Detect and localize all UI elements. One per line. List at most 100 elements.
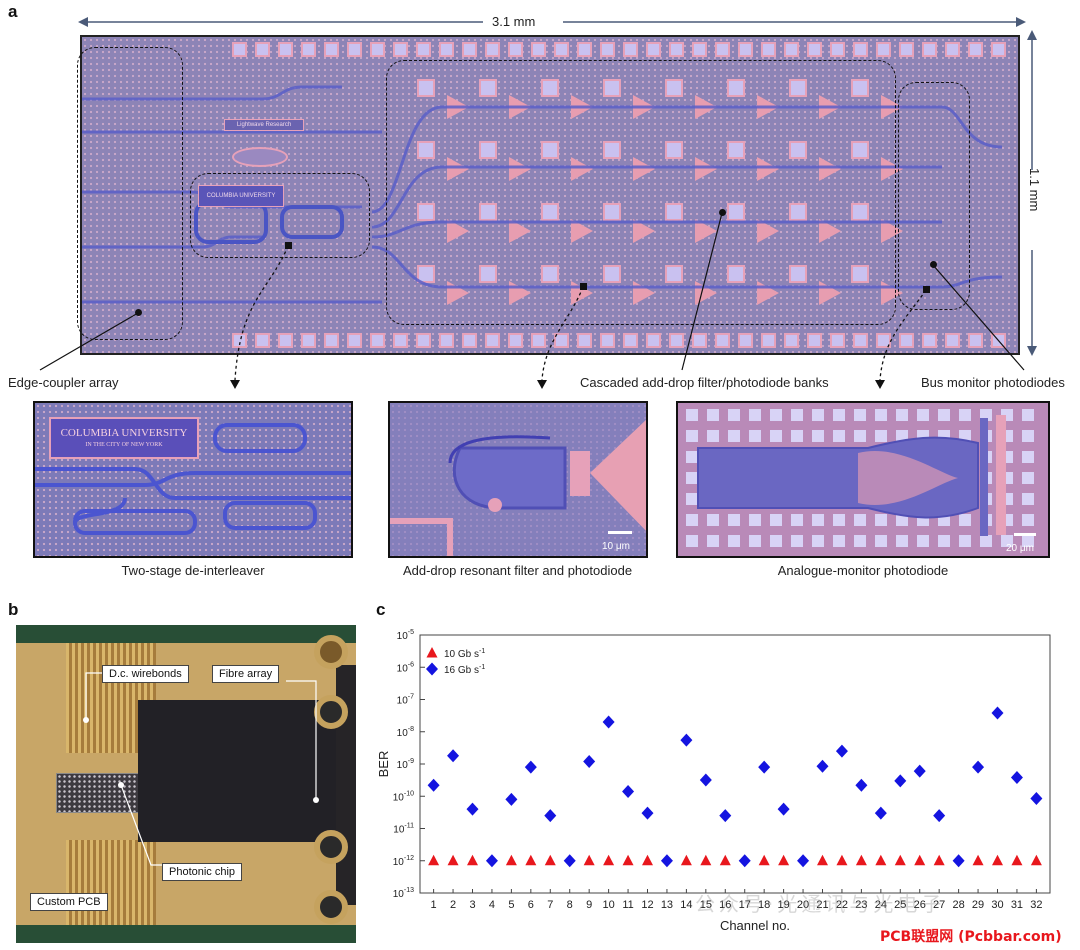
monitor-pad [938,409,950,421]
monitor-pad [770,514,782,526]
monitor-pad [812,535,824,547]
monitor-pad [833,430,845,442]
monitor-pad [959,409,971,421]
filter-photodiode-cell [417,265,435,283]
bond-pad [715,42,730,57]
monitor-pad [770,409,782,421]
triangle-point [972,854,984,866]
monitor-pad [1022,472,1034,484]
bond-pad [692,42,707,57]
x-tick-label: 4 [489,899,495,911]
x-tick-label: 5 [508,899,514,911]
bond-pad [945,333,960,348]
monitor-pad [833,535,845,547]
monitor-pad [980,535,992,547]
filter-photodiode-cell [417,79,435,97]
x-tick-label: 12 [641,899,653,911]
filter-photodiode-cell [789,265,807,283]
triangle-point [719,854,731,866]
mount-hole-4 [314,890,348,924]
monitor-pad [728,535,740,547]
bond-pad [761,333,776,348]
monitor-pad [728,430,740,442]
x-axis-label: Channel no. [720,918,790,933]
x-tick-label: 19 [777,899,789,911]
x-tick-label: 2 [450,899,456,911]
diamond-point [913,764,926,778]
bus-monitor-region [898,82,970,310]
bond-pad [646,42,661,57]
monitor-pad [1001,535,1013,547]
analogue-monitor-caption: Analogue-monitor photodiode [777,563,949,578]
triangle-point [933,854,945,866]
y-tick-label: 10-13 [393,887,414,900]
monitor-pad [686,430,698,442]
mount-hole-1 [314,635,348,669]
bond-pad [439,42,454,57]
x-tick-label: 7 [547,899,553,911]
bond-pad [784,333,799,348]
photodiode-contact [633,157,655,181]
watermark-wechat: 公众号·光通讯与光电子 [695,892,946,916]
monitor-pad [749,430,761,442]
y-tick-label: 10-12 [393,855,414,868]
monitor-pad [854,430,866,442]
bond-pad [600,333,615,348]
triangle-point [467,854,478,866]
width-label: 3.1 mm [492,14,536,29]
bond-pad [669,333,684,348]
x-tick-label: 14 [680,899,692,911]
photodiode-contact [881,219,903,243]
watermark-pcbbar: PCB联盟网 (Pcbbar.com) [880,929,1062,945]
triangle-point [778,854,790,866]
diamond-point [447,749,460,763]
photodiode-contact [571,157,593,181]
bond-pad [393,333,408,348]
photodiode-contact [695,219,717,243]
bond-pad [807,42,822,57]
x-tick-label: 29 [972,899,984,911]
photodiode-contact [881,157,903,181]
diamond-point [719,809,732,823]
monitor-pad [959,535,971,547]
diamond-point [641,806,654,820]
bond-pad [439,333,454,348]
monitor-pad [707,535,719,547]
filter-photodiode-cell [541,203,559,221]
deinterleaver-inset: COLUMBIA UNIVERSITY IN THE CITY OF NEW Y… [33,401,353,558]
bond-pad [324,333,339,348]
filter-photodiode-cell [727,79,745,97]
monitor-pad [749,409,761,421]
monitor-pad [791,535,803,547]
monitor-pad [707,514,719,526]
bond-pad [991,42,1006,57]
diamond-point [738,854,751,868]
x-tick-label: 1 [431,899,437,911]
bond-pad [807,333,822,348]
monitor-pad [749,514,761,526]
triangle-point [914,854,926,866]
x-tick-label: 10 [602,899,614,911]
monitor-pad [1022,430,1034,442]
bond-pad [577,333,592,348]
diamond-point [524,760,537,774]
monitor-pad [875,535,887,547]
bond-pad [830,333,845,348]
bond-pad [899,42,914,57]
monitor-pad [770,535,782,547]
bond-pad [830,42,845,57]
diamond-point [972,760,985,774]
monitor-pad [812,514,824,526]
bond-pad [324,42,339,57]
columbia-logo-subtitle: IN THE CITY OF NEW YORK [85,442,163,448]
bond-pad [554,333,569,348]
diamond-point [583,754,596,768]
filter-photodiode-cell [851,265,869,283]
bond-pad [968,42,983,57]
bond-pad [876,42,891,57]
bond-pad [508,333,523,348]
x-tick-label: 28 [952,899,964,911]
scale-bar-10um [608,531,632,534]
filter-marker [580,283,587,290]
monitor-pad [1022,451,1034,463]
